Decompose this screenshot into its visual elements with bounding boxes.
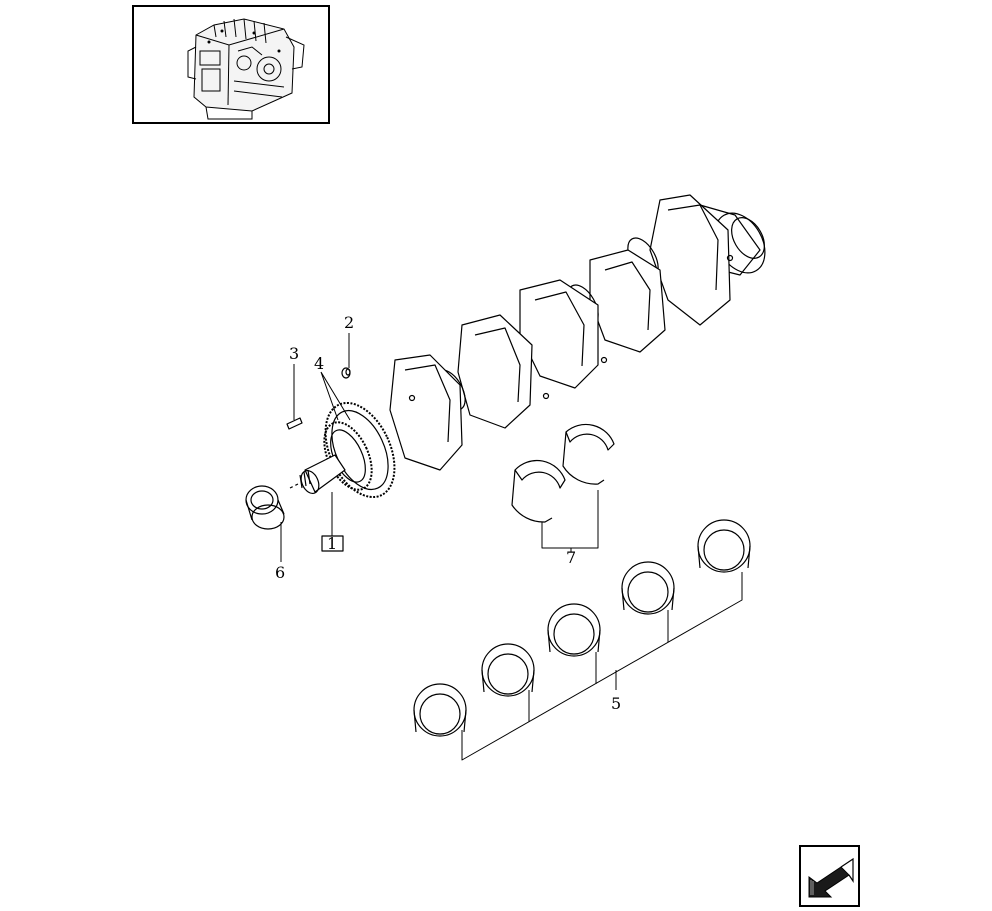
crankshaft — [299, 194, 766, 499]
callout-2: 2 — [344, 313, 354, 332]
callout-5: 5 — [611, 694, 621, 713]
callout-3: 3 — [289, 344, 299, 363]
callout-4: 4 — [314, 354, 324, 373]
leader-lines — [280, 333, 743, 761]
main-bearing-shells — [413, 519, 751, 737]
thrust-washers — [511, 423, 615, 523]
back-arrow-icon — [808, 857, 854, 898]
engine-thumbnail-icon — [187, 18, 305, 120]
woodruff-key — [286, 417, 303, 430]
callout-6: 6 — [275, 563, 285, 582]
callout-1-box — [321, 535, 344, 552]
engine-thumbnail[interactable] — [132, 5, 330, 124]
front-seal-ring — [245, 483, 299, 530]
callout-7: 7 — [566, 548, 576, 567]
callout-numbers: 1 2 3 4 5 6 7 — [275, 313, 621, 713]
callout-1: 1 — [327, 534, 337, 553]
back-navigation-button[interactable] — [799, 845, 860, 907]
dowel-pin — [341, 367, 351, 379]
